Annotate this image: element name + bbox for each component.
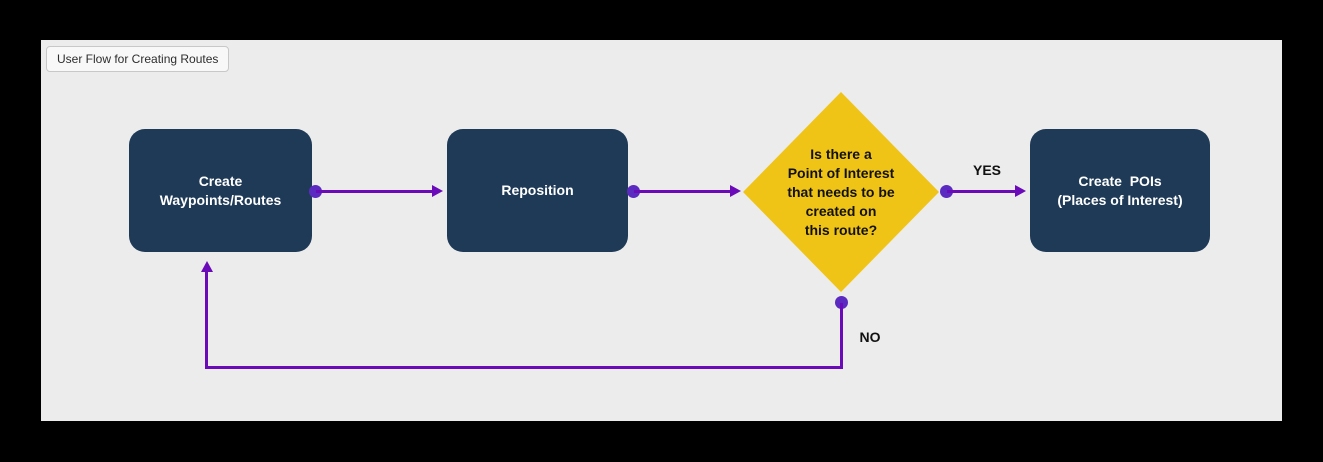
node-label: Reposition: [501, 182, 574, 198]
node-reposition[interactable]: Reposition: [447, 129, 628, 252]
connector-origin-dot: [835, 296, 848, 309]
edge-label-no: NO: [859, 329, 881, 345]
connector-reposition-to-decision[interactable]: [634, 190, 730, 193]
connector-origin-dot: [940, 185, 953, 198]
connector-waypoints-to-reposition[interactable]: [316, 190, 432, 193]
node-create-pois[interactable]: Create POIs (Places of Interest): [1030, 129, 1210, 252]
arrowhead-right-icon: [432, 185, 443, 197]
connector-no-loop-up[interactable]: [205, 270, 208, 369]
diagram-canvas[interactable]: User Flow for Creating Routes Create Way…: [41, 40, 1282, 421]
connector-no-loop-down[interactable]: [840, 303, 843, 369]
connector-decision-to-pois[interactable]: [947, 190, 1015, 193]
connector-origin-dot: [627, 185, 640, 198]
arrowhead-up-icon: [201, 261, 213, 272]
decision-point-of-interest[interactable]: Is there a Point of Interest that needs …: [743, 92, 939, 292]
arrowhead-right-icon: [730, 185, 741, 197]
diagram-title[interactable]: User Flow for Creating Routes: [46, 46, 230, 72]
node-label: Create Waypoints/Routes: [159, 172, 282, 208]
edge-label-yes: YES: [972, 162, 1001, 178]
connector-origin-dot: [309, 185, 322, 198]
node-create-waypoints-routes[interactable]: Create Waypoints/Routes: [129, 129, 312, 252]
arrowhead-right-icon: [1015, 185, 1026, 197]
node-label: Create POIs (Places of Interest): [1057, 172, 1183, 208]
decision-label: Is there a Point of Interest that needs …: [787, 145, 895, 238]
connector-no-loop-across[interactable]: [205, 366, 843, 369]
